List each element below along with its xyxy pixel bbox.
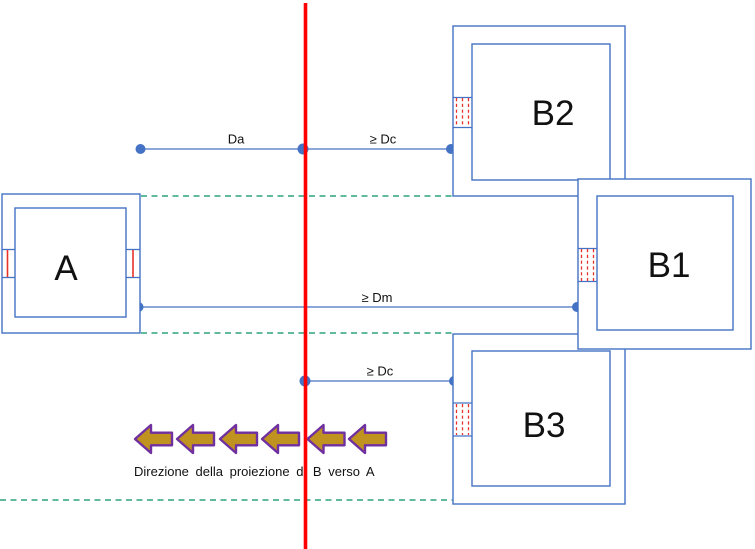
building-b3-label: B3 [523, 406, 566, 445]
building-b2-opening [453, 96, 472, 129]
measurement-dot [135, 144, 146, 154]
building-a-label: A [54, 249, 78, 288]
measurement-dm: ≥ Dm [133, 290, 582, 312]
label-da: Da [228, 132, 245, 147]
left-arrow-icon [133, 423, 174, 455]
left-arrow-icon [218, 423, 259, 455]
building-b2-label: B2 [532, 94, 575, 133]
building-b3-opening [453, 402, 472, 437]
building-a-opening-left [2, 248, 15, 279]
building-b1-inner-wall [596, 195, 734, 331]
building-b3: B3 [452, 333, 626, 505]
label-dc-bottom: ≥ Dc [367, 364, 394, 379]
measurement-da-dc-top: Da ≥ Dc [135, 132, 456, 155]
building-b1-label: B1 [648, 246, 691, 285]
building-a: A [1, 193, 141, 334]
building-b3-inner-wall [471, 350, 611, 487]
building-b1-opening [578, 247, 597, 283]
left-arrow-icon [347, 423, 388, 455]
label-dm: ≥ Dm [362, 290, 393, 305]
guide-lines [0, 195, 453, 501]
building-a-inner-wall [14, 207, 127, 318]
measurement-dc-bottom: ≥ Dc [299, 364, 459, 387]
direction-caption: Direzione della proiezione di B verso A [134, 464, 375, 479]
projection-direction-arrows [133, 423, 388, 455]
left-arrow-icon [260, 423, 301, 455]
building-b1: B1 [577, 178, 752, 350]
building-b2-inner-wall [471, 43, 611, 181]
left-arrow-icon [175, 423, 216, 455]
building-b2: B2 [452, 25, 626, 197]
left-arrow-icon [306, 423, 346, 455]
building-a-opening-right [126, 248, 140, 279]
label-dc-top: ≥ Dc [370, 132, 397, 147]
